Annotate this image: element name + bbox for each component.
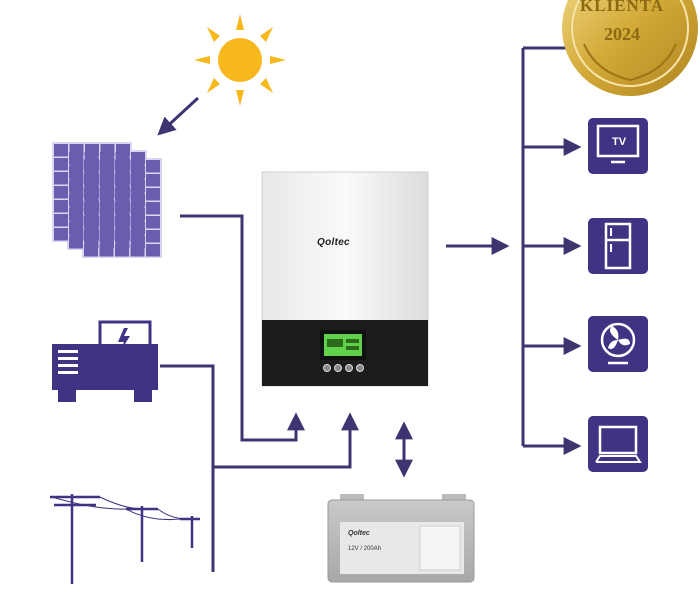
source-lines — [160, 214, 413, 572]
solar-cell — [54, 214, 68, 227]
solar-cell — [130, 244, 145, 257]
solar-cell — [130, 216, 145, 229]
solar-cell — [146, 216, 160, 229]
solar-cell — [84, 174, 98, 187]
battery-brand: Qoltec — [348, 530, 370, 537]
load-lines — [446, 46, 582, 455]
solar-cell — [84, 216, 98, 229]
inverter-brand: Qoltec — [317, 237, 350, 248]
solar-cell — [130, 160, 145, 173]
solar-cell — [69, 236, 83, 249]
solar-cell — [146, 244, 160, 257]
solar-cell — [99, 244, 114, 257]
solar-cell — [84, 244, 98, 257]
solar-cell — [84, 230, 98, 243]
tv-icon — [588, 118, 648, 174]
solar-cell — [69, 222, 83, 235]
solar-cell — [146, 188, 160, 201]
solar-cell — [84, 188, 98, 201]
inverter-lcd — [320, 330, 366, 360]
solar-cell — [115, 160, 129, 173]
solar-cell — [130, 230, 145, 243]
battery-spec: 12V / 200Ah — [348, 546, 382, 552]
solar-cell — [130, 202, 145, 215]
solar-cell — [115, 188, 129, 201]
solar-cell — [130, 188, 145, 201]
solar-cell — [54, 228, 68, 241]
medal-year: 2024 — [604, 24, 640, 44]
solar-cell — [146, 174, 160, 187]
solar-panel-icon — [52, 142, 162, 258]
solar-cell — [54, 144, 68, 157]
solar-cell — [54, 172, 68, 185]
inverter — [261, 171, 429, 387]
solar-cell — [69, 166, 83, 179]
inverter-buttons — [323, 364, 364, 372]
solar-cell — [115, 230, 129, 243]
solar-cell — [99, 160, 114, 173]
sun-to-panel-arrow — [157, 96, 200, 136]
solar-cell — [99, 188, 114, 201]
sun-icon — [194, 14, 286, 106]
solar-cell — [69, 180, 83, 193]
solar-cell — [84, 202, 98, 215]
solar-cell — [115, 216, 129, 229]
solar-cell — [99, 202, 114, 215]
solar-cell — [130, 174, 145, 187]
generator-icon — [52, 320, 158, 402]
solar-cell — [115, 174, 129, 187]
solar-cell — [54, 158, 68, 171]
solar-cell — [69, 152, 83, 165]
tv-label: TV — [611, 136, 627, 148]
solar-cell — [99, 174, 114, 187]
solar-cell — [84, 160, 98, 173]
solar-cell — [99, 216, 114, 229]
battery-icon — [327, 494, 475, 583]
solar-cell — [54, 200, 68, 213]
medal-icon — [562, 0, 698, 96]
solar-cell — [115, 202, 129, 215]
solar-cell — [146, 202, 160, 215]
laptop-icon — [588, 416, 648, 472]
solar-cell — [146, 160, 160, 173]
fan-icon — [588, 316, 648, 372]
solar-cell — [54, 186, 68, 199]
solar-cell — [69, 194, 83, 207]
medal-line1: KLIENTA — [580, 0, 665, 15]
solar-cell — [146, 230, 160, 243]
power-line-icon — [50, 494, 200, 584]
solar-cell — [99, 230, 114, 243]
solar-cell — [115, 244, 129, 257]
fridge-icon — [588, 218, 648, 274]
solar-cell — [69, 208, 83, 221]
